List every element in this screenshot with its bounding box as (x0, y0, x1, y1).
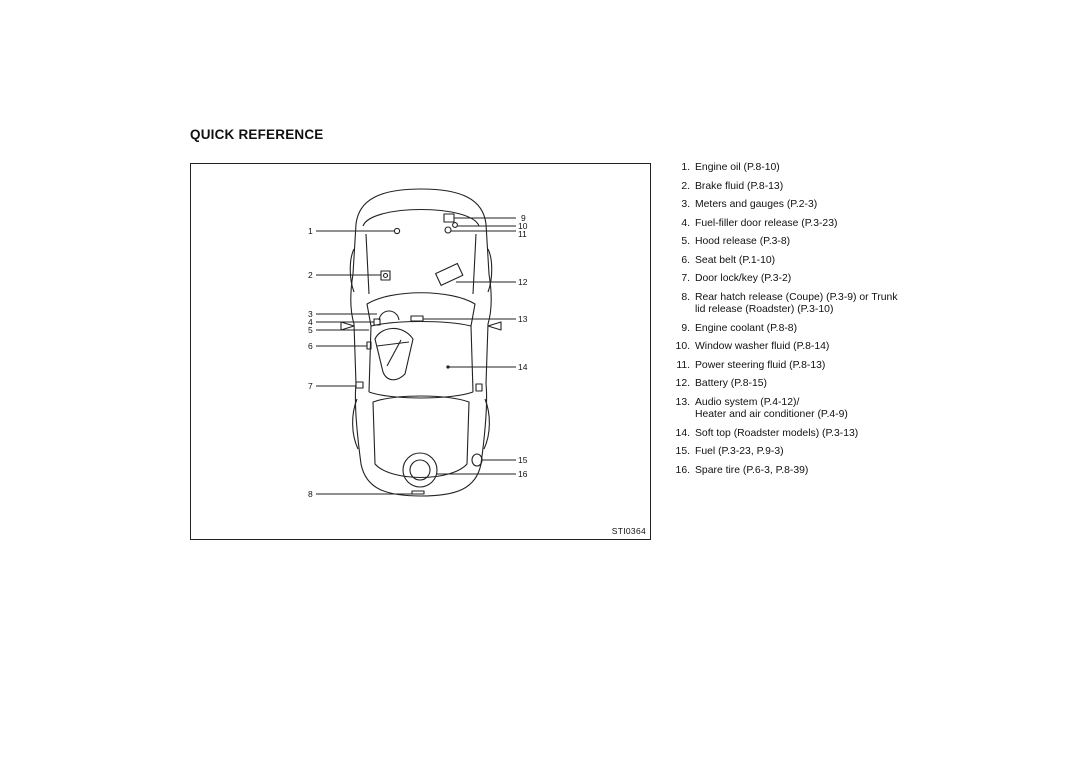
washer-fluid-cap (452, 222, 458, 228)
callout-4: 4 (308, 317, 313, 327)
meters-gauges (378, 310, 400, 321)
fuel-door (471, 453, 483, 467)
list-item: 14.Soft top (Roadster models) (P.3-13) (675, 427, 859, 439)
audio-system (410, 315, 424, 322)
page-title: QUICK REFERENCE (190, 127, 324, 142)
seat (374, 327, 414, 381)
callout-16: 16 (518, 469, 528, 479)
car-top-view-drawing (316, 188, 516, 497)
list-item: 8.Rear hatch release (Coupe) (P.3-9) or … (681, 291, 898, 316)
callout-5: 5 (308, 325, 313, 335)
callout-2: 2 (308, 270, 313, 280)
callout-10: 10 (518, 221, 528, 231)
reference-list: 1.Engine oil (P.8-10) 2.Brake fluid (P.8… (668, 162, 908, 483)
list-item: 4.Fuel-filler door release (P.3-23) (681, 217, 838, 229)
list-item: 2.Brake fluid (P.8-13) (681, 180, 784, 192)
callout-14: 14 (518, 362, 528, 372)
callout-1: 1 (308, 226, 313, 236)
list-item: 10.Window washer fluid (P.8-14) (675, 341, 830, 352)
figure-code: STI0364 (611, 526, 646, 536)
callout-15: 15 (518, 455, 528, 465)
list-item: 6.Seat belt (P.1-10) (681, 254, 776, 266)
list-item: 1.Engine oil (P.8-10) (681, 162, 780, 173)
callout-6: 6 (308, 341, 313, 351)
brake-fluid-reservoir (380, 270, 391, 281)
list-item: 13.Audio system (P.4-12)/Heater and air … (675, 396, 848, 421)
list-item: 3.Meters and gauges (P.2-3) (681, 199, 818, 210)
callout-3: 3 (308, 309, 313, 319)
list-item: 15.Fuel (P.3-23, P.9-3) (675, 446, 784, 457)
callout-12: 12 (518, 277, 528, 287)
callout-11: 11 (518, 229, 527, 239)
callout-7: 7 (308, 381, 313, 391)
cabin-outline (368, 325, 474, 393)
engine-oil-cap (393, 227, 401, 235)
trunk-release (411, 490, 425, 495)
list-item: 11.Power steering fluid (P.8-13) (676, 359, 826, 371)
right-mirror (487, 321, 502, 331)
callout-9: 9 (521, 213, 526, 223)
callout-13: 13 (518, 314, 528, 324)
callout-8: 8 (308, 489, 313, 499)
list-item: 5.Hood release (P.3-8) (681, 236, 791, 247)
battery (435, 262, 464, 286)
list-item: 9.Engine coolant (P.8-8) (681, 322, 798, 334)
list-item: 16.Spare tire (P.6-3, P.8-39) (675, 464, 809, 476)
power-steering-cap (444, 226, 452, 234)
car-body-outline (350, 188, 492, 497)
left-mirror (340, 321, 355, 331)
list-item: 12.Battery (P.8-15) (675, 378, 767, 389)
spare-tire (402, 452, 438, 488)
list-item: 7.Door lock/key (P.3-2) (681, 273, 792, 284)
car-diagram-figure: 1 2 3 4 5 6 7 8 9 10 11 12 13 14 15 16 S… (190, 163, 651, 540)
